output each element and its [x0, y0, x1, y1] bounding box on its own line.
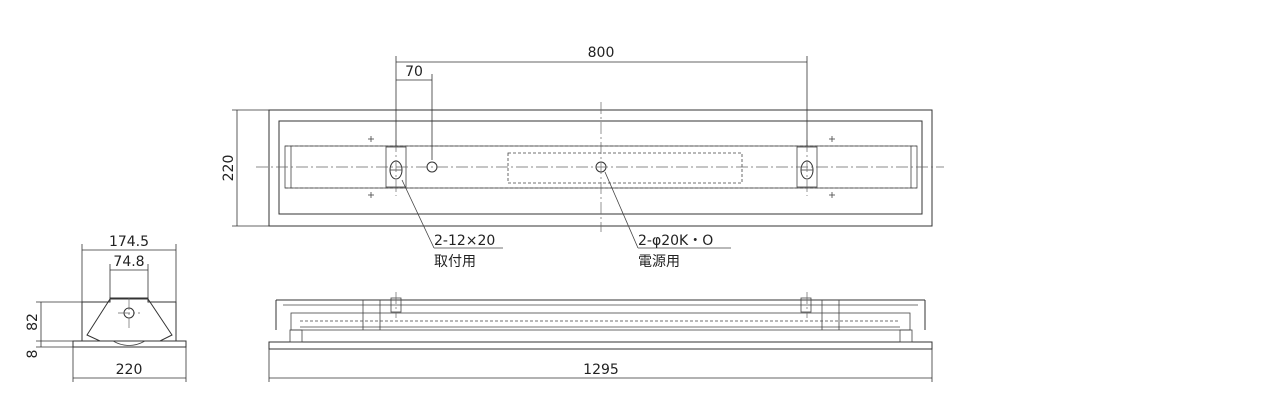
mount-hole-label: 取付用 — [434, 254, 476, 270]
dimension-174-5: 174.5 — [81, 234, 177, 302]
outer-frame — [268, 109, 933, 227]
dimension-800-label: 800 — [588, 45, 615, 61]
dimension-82-label: 82 — [25, 313, 41, 331]
end-view — [72, 297, 187, 348]
callout-mount: 2-12×20 取付用 — [401, 179, 503, 270]
side-lamp-body — [290, 312, 911, 331]
bolt-right — [800, 297, 812, 313]
dimension-74-8: 74.8 — [109, 254, 149, 298]
callout-power: 2-φ20K・O 電源用 — [604, 171, 731, 270]
dimension-220-end: 220 — [72, 347, 187, 382]
mount-hole-spec: 2-12×20 — [434, 233, 495, 249]
dimension-800: 800 — [395, 45, 808, 146]
dimension-1295-label: 1295 — [583, 362, 619, 378]
side-base — [268, 341, 933, 350]
dimension-70: 70 — [396, 64, 433, 160]
dimension-174-5-label: 174.5 — [109, 234, 149, 250]
top-view — [256, 102, 944, 232]
power-hole-label: 電源用 — [638, 254, 680, 270]
dimension-220-vertical: 220 — [221, 109, 269, 227]
dimension-70-label: 70 — [405, 64, 423, 80]
dimension-220-end-label: 220 — [116, 362, 143, 378]
end-base — [72, 340, 187, 348]
end-reflector — [86, 298, 173, 342]
dimension-74-8-label: 74.8 — [113, 254, 144, 270]
dimension-8: 8 — [25, 341, 73, 358]
power-hole-spec: 2-φ20K・O — [638, 233, 713, 249]
dimension-8-label: 8 — [25, 350, 41, 359]
dimension-220-label: 220 — [221, 155, 237, 182]
side-view — [268, 292, 933, 350]
inner-frame — [278, 120, 923, 215]
ballast-outline — [507, 152, 743, 184]
dimension-82: 82 — [25, 301, 82, 342]
dimension-1295: 1295 — [268, 349, 933, 382]
